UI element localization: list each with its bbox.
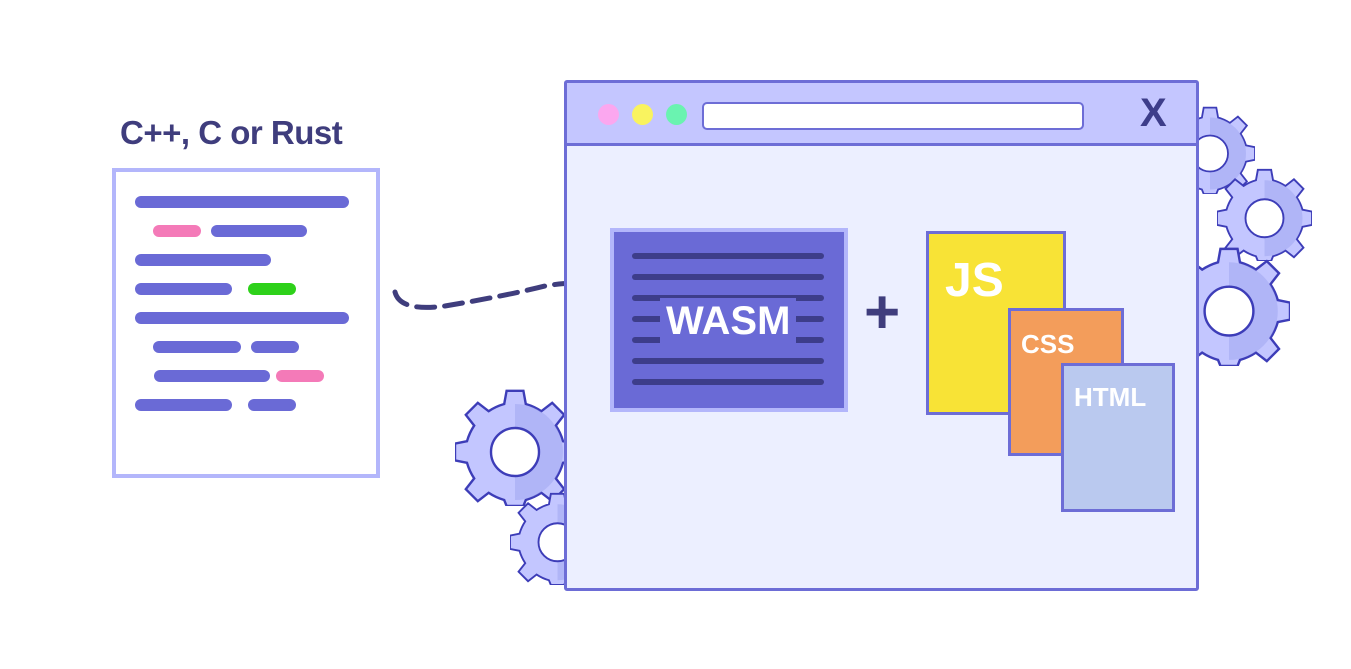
code-line <box>251 341 299 353</box>
code-line <box>135 254 271 266</box>
code-line <box>248 399 296 411</box>
yellow-dot[interactable] <box>632 104 653 125</box>
js-label: JS <box>945 254 1004 307</box>
code-line <box>135 196 349 208</box>
code-line <box>135 399 232 411</box>
code-line <box>153 341 241 353</box>
code-line <box>135 283 232 295</box>
code-token-pink <box>276 370 324 382</box>
source-code-panel <box>112 168 380 478</box>
css-label: CSS <box>1021 329 1075 359</box>
wasm-line <box>632 358 824 364</box>
wasm-line <box>632 253 824 259</box>
close-icon[interactable]: X <box>1140 91 1167 135</box>
wasm-line <box>632 379 824 385</box>
code-token-pink <box>153 225 201 237</box>
code-line <box>211 225 307 237</box>
address-bar[interactable] <box>702 102 1084 130</box>
wasm-line <box>632 274 824 280</box>
html-label: HTML <box>1074 382 1147 412</box>
green-dot[interactable] <box>666 104 687 125</box>
plus-icon: + <box>864 278 901 347</box>
html-file: HTML <box>1061 363 1175 512</box>
browser-title-bar: X <box>567 83 1196 146</box>
pink-dot[interactable] <box>598 104 619 125</box>
code-line <box>135 312 349 324</box>
wasm-module: WASM <box>610 228 848 412</box>
source-language-label: C++, C or Rust <box>120 114 343 151</box>
code-token-green <box>248 283 296 295</box>
wasm-label: WASM <box>660 298 797 344</box>
code-line <box>154 370 270 382</box>
gear-icon <box>455 386 575 506</box>
